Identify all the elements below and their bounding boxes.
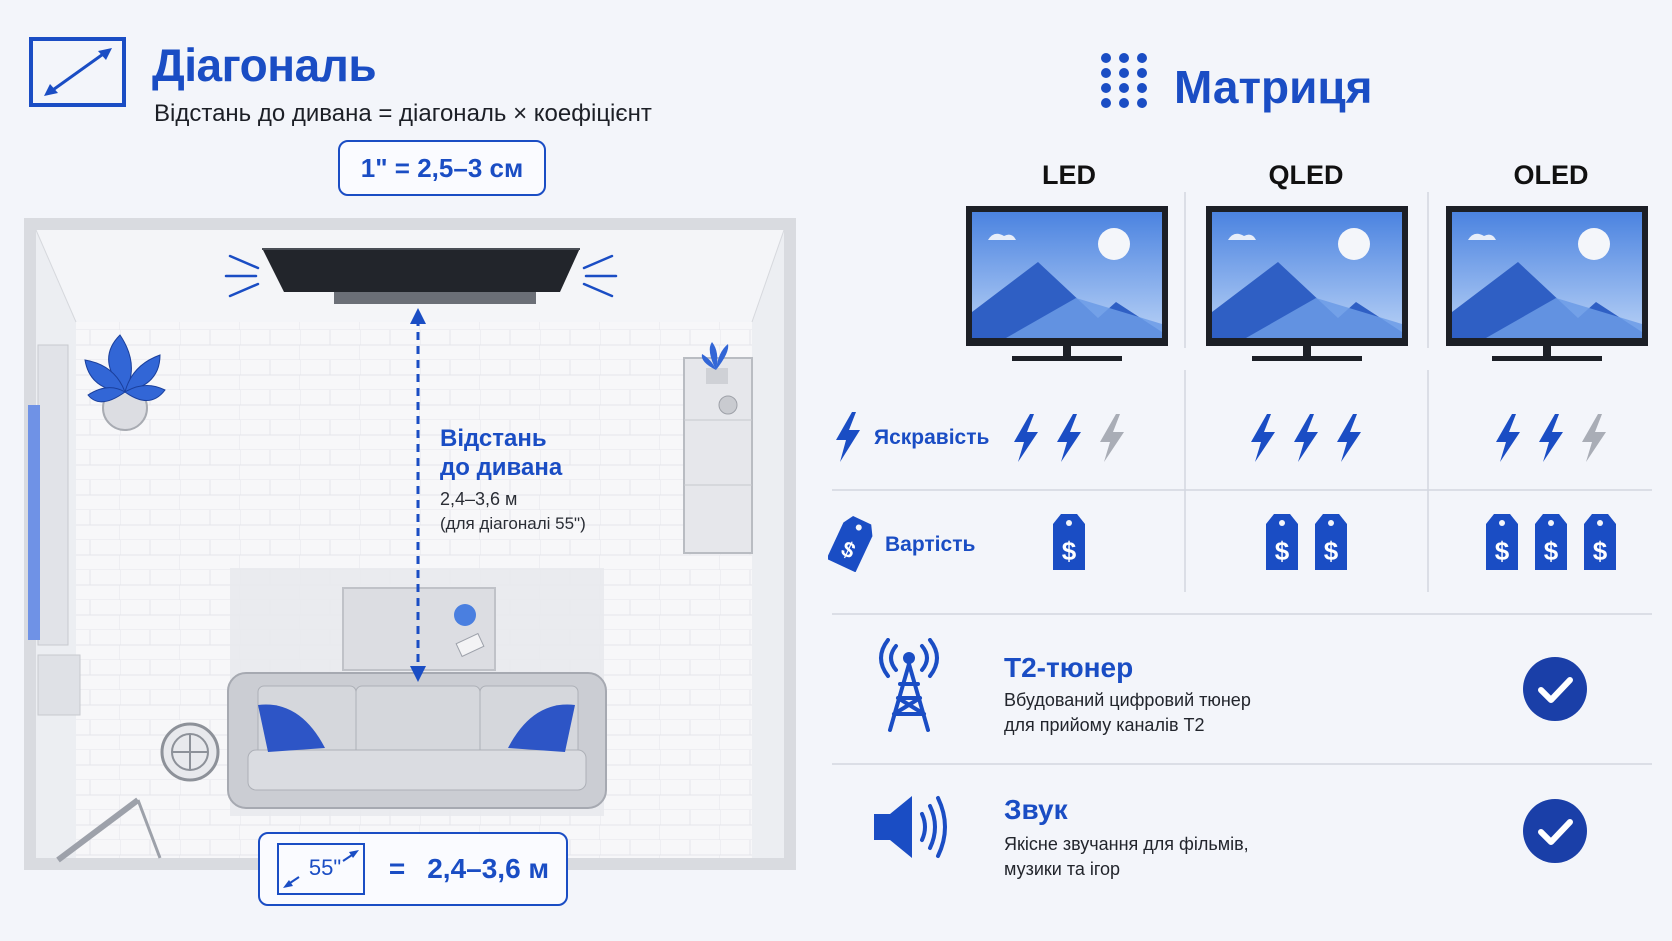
tv-qled	[1206, 206, 1408, 361]
diagonal-icon	[29, 37, 126, 107]
price-rating: $ $ $	[1486, 514, 1616, 570]
feature-divider	[832, 763, 1652, 765]
distance-formula: Відстань до дивана = діагональ × коефіці…	[154, 100, 652, 127]
tv-size-icon: 55"	[276, 843, 365, 895]
svg-text:$: $	[1274, 536, 1289, 566]
brightness-rating	[1496, 414, 1606, 462]
price-rating: $$	[1265, 514, 1347, 570]
feature-title-sound: Звук	[1004, 794, 1068, 825]
svg-text:$: $	[1323, 536, 1338, 566]
price-tag-icon: $	[1314, 514, 1347, 570]
speaker-icon	[874, 796, 947, 858]
price-tag-icon: $	[1265, 514, 1298, 570]
feature-desc-sound: Якісне звучання для фільмів, музики та і…	[1004, 834, 1249, 879]
svg-text:$: $	[1062, 536, 1077, 566]
column-header-oled: OLED	[1513, 160, 1589, 190]
lightning-icon	[836, 412, 860, 462]
price-tag-icon: $	[828, 516, 873, 572]
svg-text:$: $	[1593, 536, 1608, 566]
feature-title-t2: Т2-тюнер	[1004, 652, 1134, 683]
brightness-rating	[1251, 414, 1361, 462]
lightning-icon	[1100, 414, 1124, 462]
tv-led	[966, 206, 1168, 361]
price-rating: $	[1053, 514, 1085, 570]
lightning-icon	[1014, 414, 1038, 462]
size-distance-badge: 55" = 2,4–3,6 м	[258, 832, 568, 906]
price-tag-icon: $	[1486, 514, 1518, 570]
section-title-matrix: Матриця	[1174, 61, 1373, 113]
row-label-price: Вартість	[885, 533, 976, 556]
matrix-grid	[832, 192, 1652, 615]
lightning-icon	[1337, 414, 1361, 462]
room-plan	[24, 218, 796, 870]
lightning-icon	[1539, 414, 1563, 462]
price-tag-icon: $	[1535, 514, 1567, 570]
lightning-icon	[1057, 414, 1081, 462]
check-icon	[1523, 799, 1587, 863]
column-header-led: LED	[1042, 160, 1096, 190]
distance-note: (для діагоналі 55")	[440, 514, 586, 533]
column-header-qled: QLED	[1268, 160, 1344, 190]
distance-value: 2,4–3,6 м	[440, 489, 518, 509]
feature-desc-t2: Вбудований цифровий тюнер для прийому ка…	[1004, 690, 1251, 735]
row-label-brightness: Яскравість	[874, 426, 990, 449]
tv-oled	[1446, 206, 1648, 361]
antenna-icon	[879, 638, 939, 732]
lightning-icon	[1294, 414, 1318, 462]
ratio-badge: 1" = 2,5–3 см	[338, 140, 546, 196]
svg-text:$: $	[1495, 536, 1510, 566]
brightness-rating	[1014, 414, 1124, 462]
distance-label: Відстань до дивана	[440, 425, 563, 481]
check-icon	[1523, 657, 1587, 721]
price-tag-icon: $	[1053, 514, 1085, 570]
lightning-icon	[1496, 414, 1520, 462]
matrix-dots-icon	[1101, 53, 1147, 108]
lightning-icon	[1582, 414, 1606, 462]
price-tag-icon: $	[1584, 514, 1616, 570]
section-title-diagonal: Діагональ	[152, 39, 377, 91]
lightning-icon	[1251, 414, 1275, 462]
svg-text:$: $	[1544, 536, 1559, 566]
